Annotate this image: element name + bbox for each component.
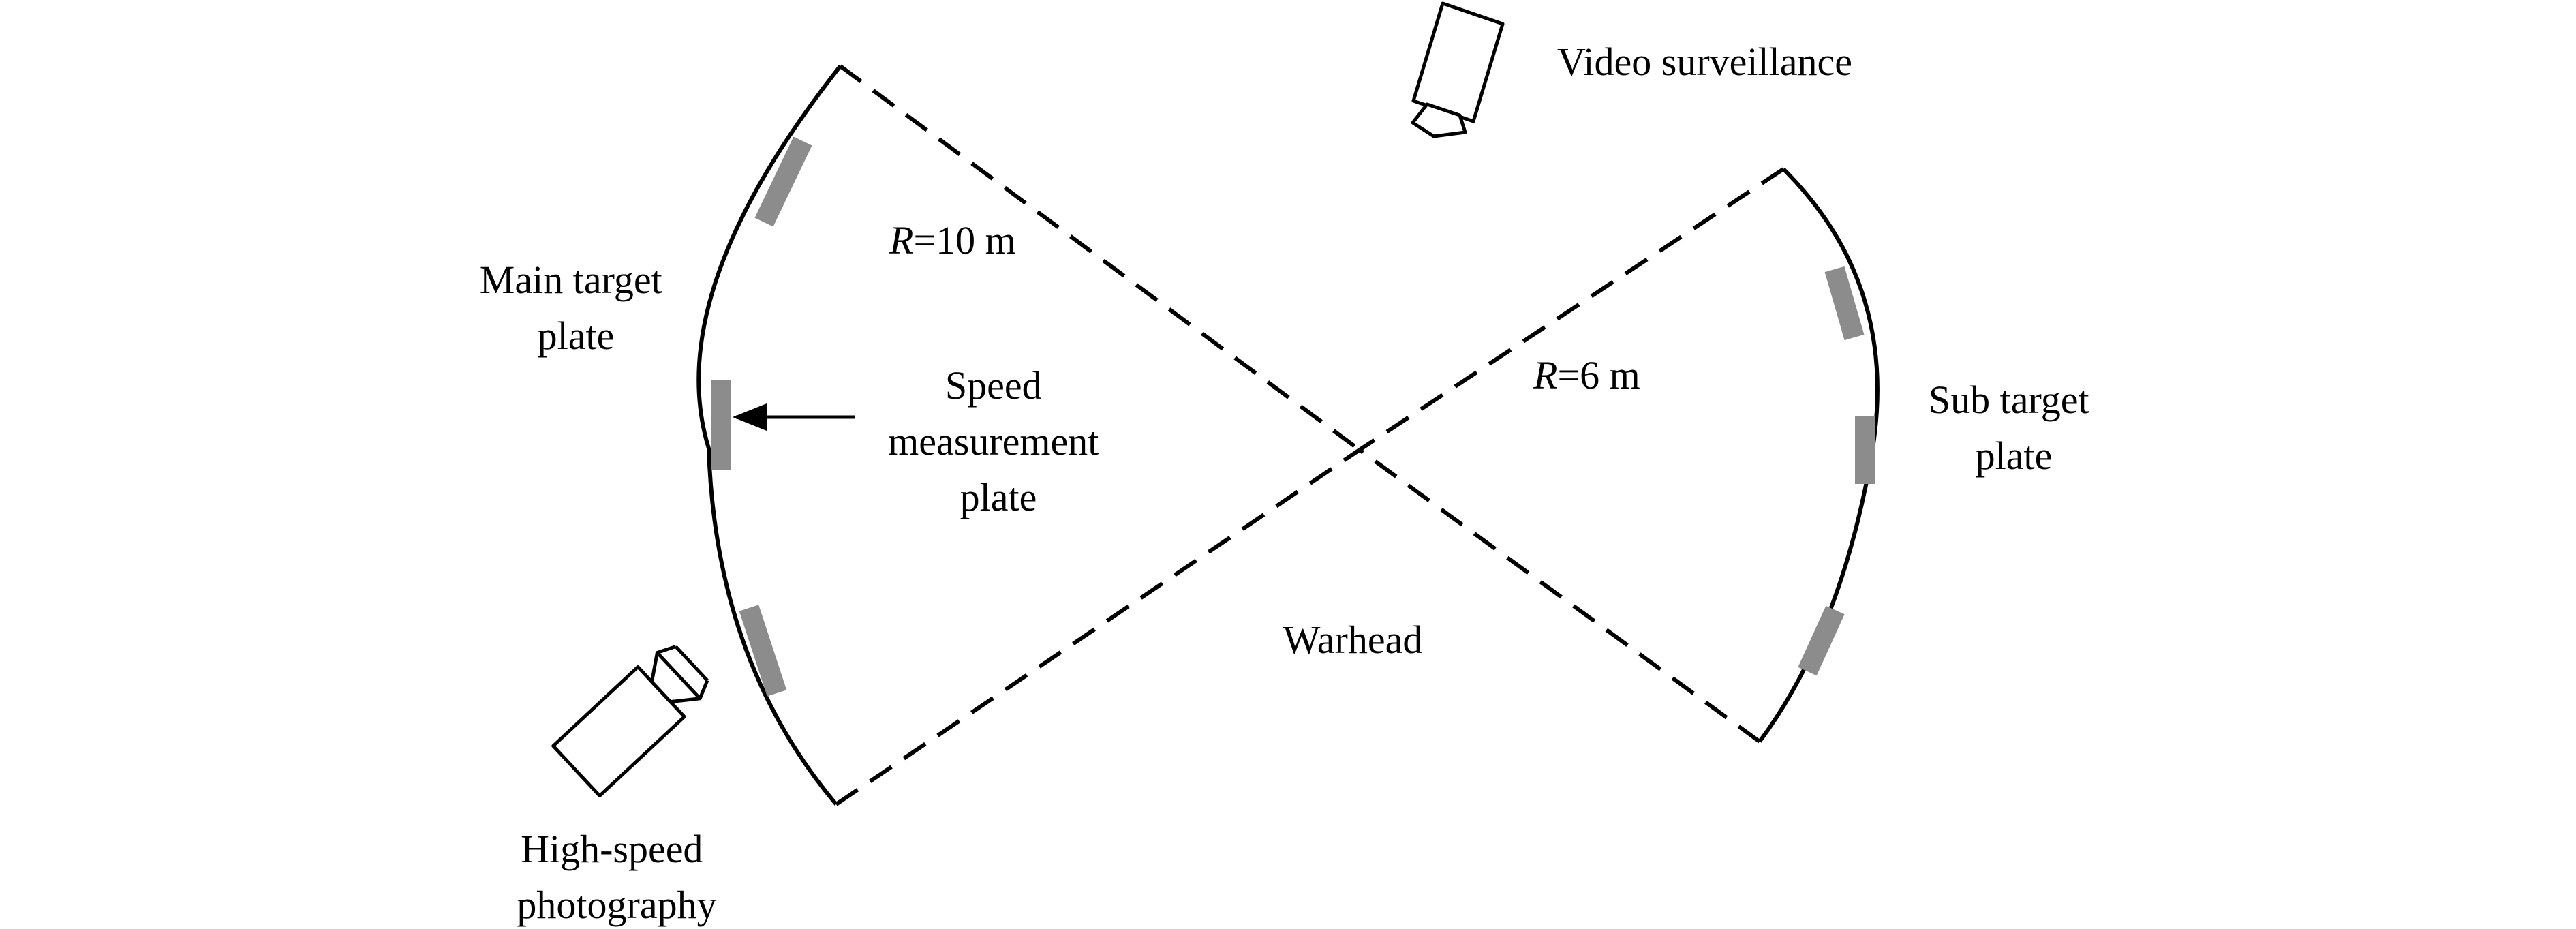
- high-speed-camera-icon: [551, 645, 709, 798]
- sub-target-sector: [1358, 167, 1880, 744]
- main-sector-lower-radius: [835, 448, 1361, 806]
- speed-measurement-plate-label: Speed measurement plate: [888, 363, 1109, 519]
- video-camera-icon: [1411, 1, 1505, 138]
- main-target-arc: [696, 65, 842, 806]
- warhead-label: Warhead: [1283, 618, 1423, 662]
- sub-sector-lower-radius: [1358, 448, 1761, 744]
- main-sector-upper-radius: [839, 64, 1361, 452]
- main-target-sector: [696, 64, 1361, 806]
- main-plate-lower: [739, 605, 787, 697]
- sub-plate-lower: [1798, 605, 1845, 676]
- main-plate-upper: [754, 136, 812, 227]
- high-speed-photography-label: High-speed photography: [517, 827, 716, 927]
- main-target-plate-label: Main target plate: [480, 258, 672, 358]
- radius-sub-label: R=6 m: [1533, 353, 1640, 397]
- sub-plate-upper: [1824, 266, 1865, 341]
- sub-target-plate-label: Sub target plate: [1929, 378, 2099, 478]
- video-surveillance-label: Video surveillance: [1557, 40, 1852, 84]
- radius-main-label: R=10 m: [889, 218, 1016, 262]
- sub-sector-upper-radius: [1358, 167, 1785, 452]
